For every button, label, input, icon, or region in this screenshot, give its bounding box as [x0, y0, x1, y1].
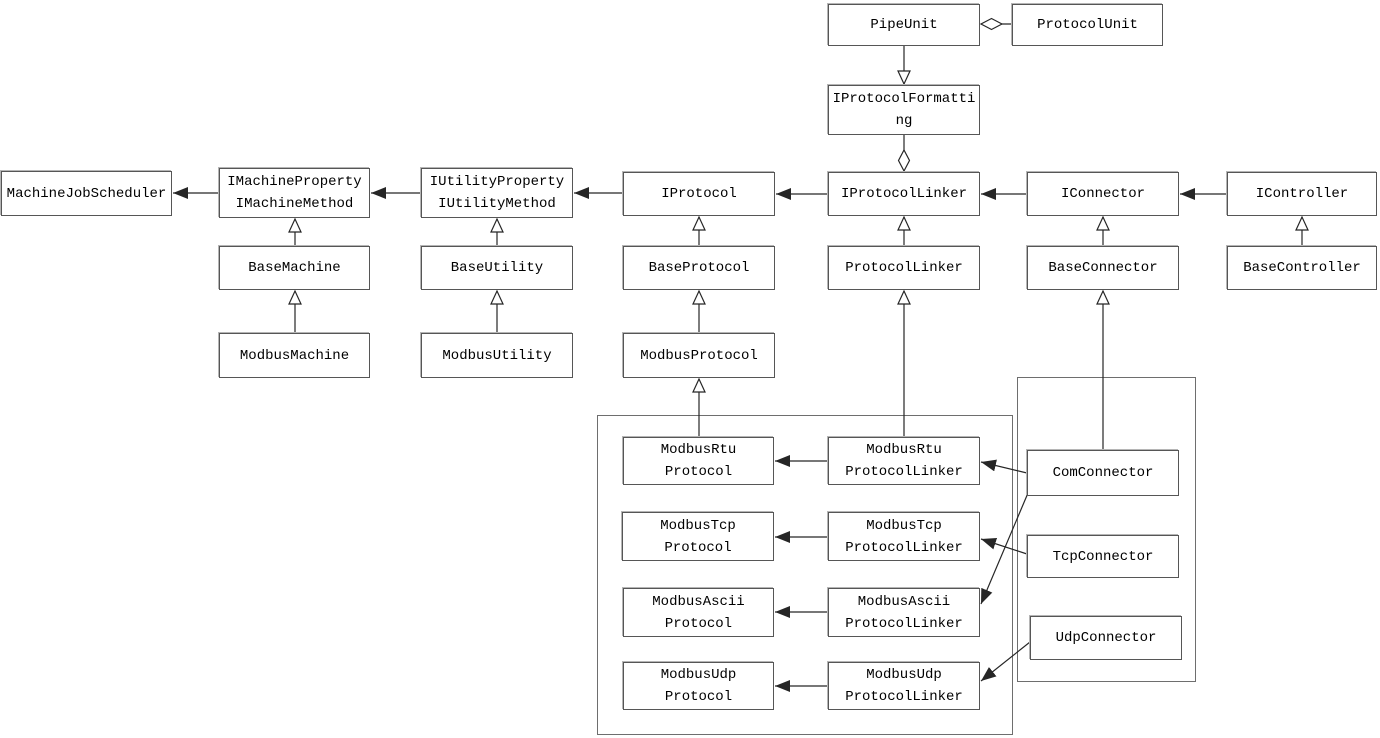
group-connectors	[1017, 377, 1196, 682]
class-modbus-tcp-protocol: ModbusTcp Protocol	[622, 512, 774, 561]
class-machine-job-scheduler: MachineJobScheduler	[1, 171, 172, 216]
class-modbus-machine: ModbusMachine	[219, 333, 370, 378]
class-base-machine: BaseMachine	[219, 246, 370, 290]
class-udp-connector: UdpConnector	[1030, 616, 1182, 660]
class-iprotocol-formatting: IProtocolFormatti ng	[828, 85, 980, 135]
class-modbus-ascii-protocol-linker: ModbusAscii ProtocolLinker	[828, 588, 980, 637]
class-com-connector: ComConnector	[1027, 450, 1179, 496]
class-modbus-udp-protocol-linker: ModbusUdp ProtocolLinker	[828, 662, 980, 710]
class-iprotocol-linker: IProtocolLinker	[828, 172, 980, 216]
group-modbus-protocol-linkers	[597, 415, 1013, 735]
class-icontroller: IController	[1227, 172, 1377, 216]
class-protocol-unit: ProtocolUnit	[1012, 4, 1163, 46]
class-pipe-unit: PipeUnit	[828, 4, 980, 46]
class-modbus-ascii-protocol: ModbusAscii Protocol	[623, 588, 774, 637]
class-base-controller: BaseController	[1227, 246, 1377, 290]
class-tcp-connector: TcpConnector	[1027, 535, 1179, 578]
class-iconnector: IConnector	[1027, 172, 1179, 216]
class-base-protocol: BaseProtocol	[623, 246, 775, 290]
class-imachine-property-method: IMachineProperty IMachineMethod	[219, 168, 370, 218]
class-modbus-udp-protocol: ModbusUdp Protocol	[623, 662, 774, 710]
class-modbus-rtu-protocol: ModbusRtu Protocol	[623, 437, 774, 485]
class-base-connector: BaseConnector	[1027, 246, 1179, 290]
class-protocol-linker: ProtocolLinker	[828, 246, 980, 290]
class-iprotocol: IProtocol	[623, 172, 775, 216]
class-modbus-utility: ModbusUtility	[421, 333, 573, 378]
class-modbus-protocol: ModbusProtocol	[623, 333, 775, 378]
class-modbus-rtu-protocol-linker: ModbusRtu ProtocolLinker	[828, 437, 980, 485]
class-base-utility: BaseUtility	[421, 246, 573, 290]
class-modbus-tcp-protocol-linker: ModbusTcp ProtocolLinker	[828, 512, 980, 561]
class-iutility-property-method: IUtilityProperty IUtilityMethod	[421, 168, 573, 218]
